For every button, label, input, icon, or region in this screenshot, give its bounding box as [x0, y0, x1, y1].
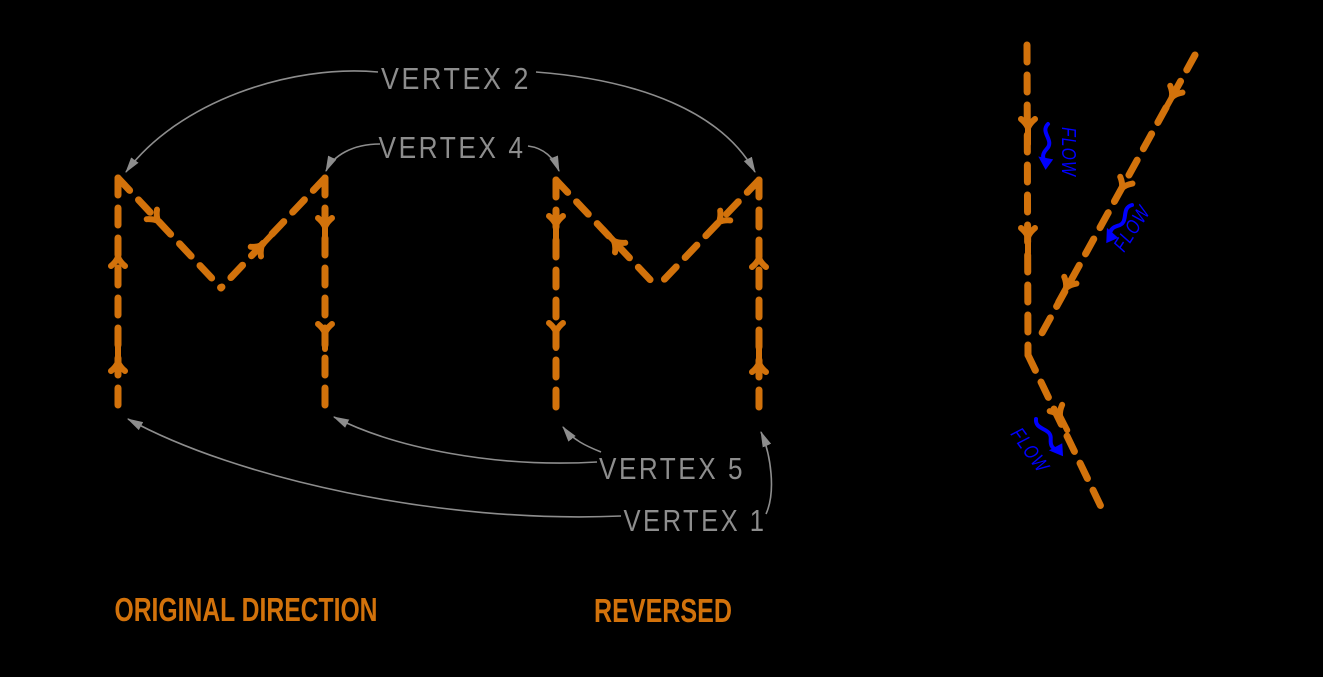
original-direction-caption: ORIGINAL DIRECTION: [115, 591, 378, 628]
direction-fork-icon: [318, 324, 332, 349]
vertex4-leader-left: [325, 143, 381, 173]
vertex1-label: VERTEX 1: [624, 503, 767, 538]
vertex5-leader-left: [332, 416, 598, 464]
flow-direction-markers: [1021, 86, 1182, 434]
reversed-caption: REVERSED: [594, 592, 732, 629]
reversed-direction-markers: [549, 211, 766, 372]
direction-fork-icon: [1050, 405, 1074, 434]
reversed-polyline: [552, 176, 763, 415]
direction-fork-icon: [752, 242, 766, 267]
direction-fork-icon: [318, 218, 332, 243]
vertex2-label: VERTEX 2: [381, 61, 531, 96]
direction-fork-icon: [752, 347, 766, 372]
vertex4-label: VERTEX 4: [379, 130, 526, 165]
direction-fork-icon: [549, 323, 563, 348]
vertex1-leader-right: [760, 430, 773, 515]
flow-label-diagonal: FLOW: [1110, 201, 1156, 255]
flow-arrow-icon: [1038, 124, 1055, 171]
direction-fork-icon: [1021, 119, 1035, 144]
direction-fork-icon: [111, 346, 125, 371]
direction-fork-icon: [1108, 177, 1132, 206]
vertex2-leader-left: [125, 70, 379, 173]
vertex5-label: VERTEX 5: [599, 451, 745, 486]
direction-fork-icon: [111, 241, 125, 266]
direction-fork-icon: [549, 216, 563, 241]
vertex4-leader-right: [527, 145, 560, 173]
flow-label-vertical: FLOW: [1057, 127, 1079, 177]
vertex-leaders: [125, 70, 773, 518]
original-polyline: [114, 174, 329, 415]
vertex1-leader-left: [126, 418, 622, 518]
direction-fork-icon: [1021, 228, 1035, 253]
vertex2-leader-right: [535, 71, 756, 174]
vertex5-leader-up: [562, 426, 602, 453]
